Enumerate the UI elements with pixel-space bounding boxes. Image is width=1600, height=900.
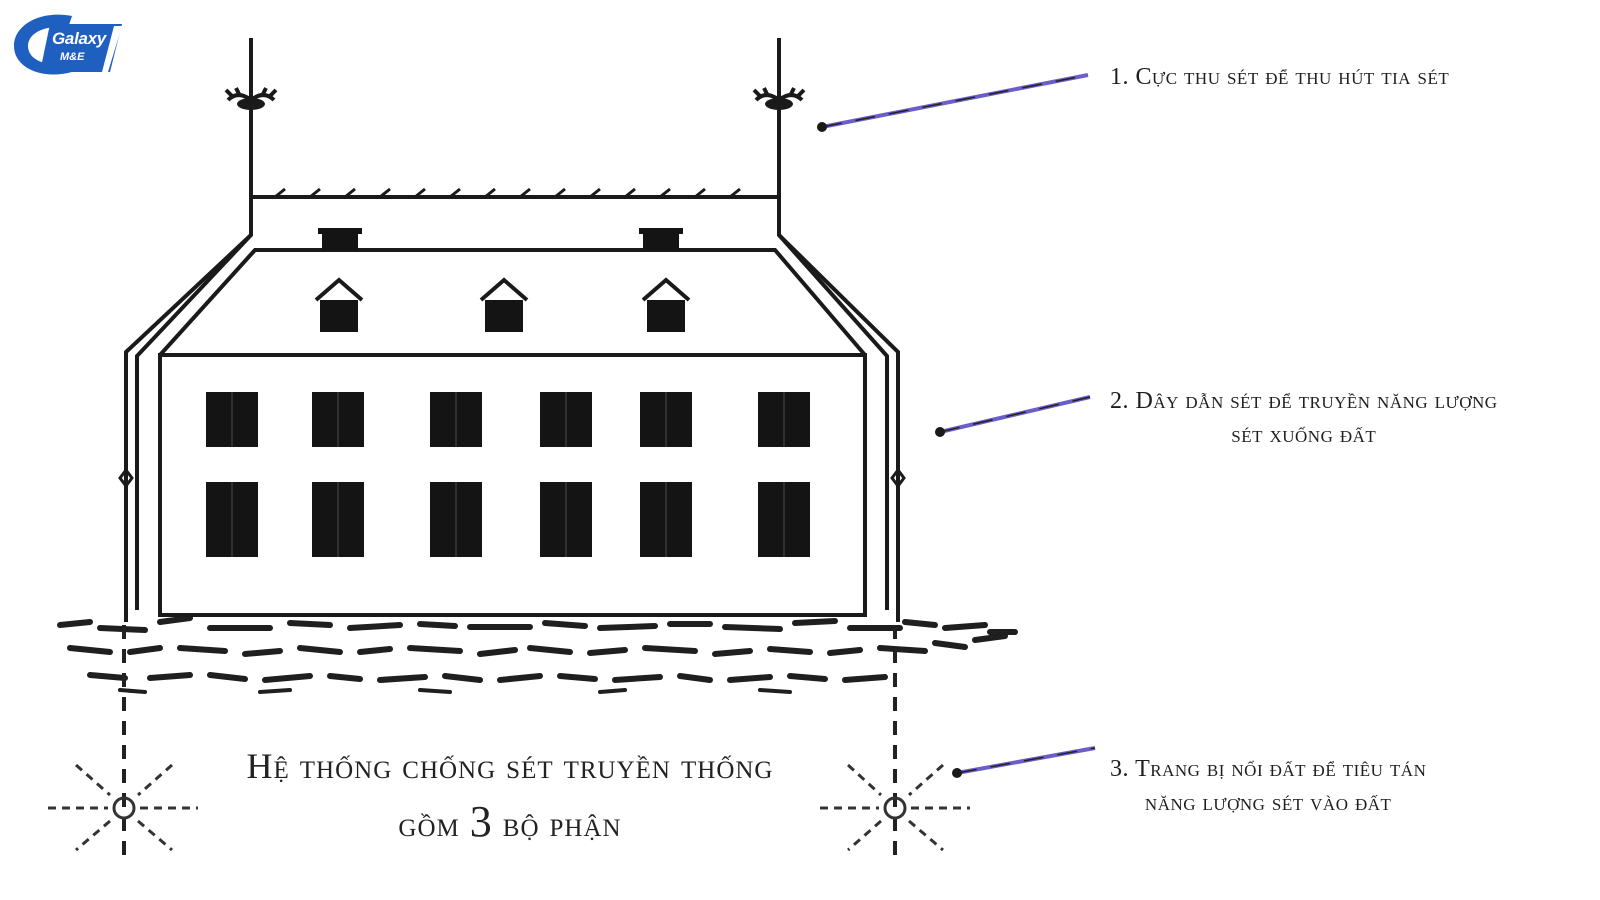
pointer-3 [952, 746, 1096, 778]
windows-lower [206, 482, 810, 557]
down-conductor-right [777, 197, 906, 622]
galaxy-logo-mark-icon [14, 14, 122, 75]
label-grounding-line: năng lượng sét vào đất [1144, 790, 1392, 816]
label-down-conductor-line: 2. Dây dẫn sét để truyền năng lượng [1110, 388, 1498, 414]
caption-suffix: bộ phận [502, 804, 622, 844]
label-lightning-rod-line: 1. Cực thu sét để thu hút tia sét [1110, 64, 1450, 90]
logo-sub: M&E [60, 51, 85, 63]
ground-burst-right [820, 763, 970, 852]
ground-burst-left [48, 763, 198, 852]
chimney-right [643, 230, 679, 250]
windows-upper [206, 392, 810, 447]
logo-brand: Galaxy [52, 29, 106, 48]
caption-line-2: gồm 3 bộ phận [160, 794, 860, 852]
label-grounding: 3. Trang bị nối đất để tiêu tán năng lượ… [1110, 752, 1426, 820]
label-down-conductor: 2. Dây dẫn sét để truyền năng lượng sét … [1110, 384, 1498, 452]
diagram-caption: Hệ thống chống sét truyền thống gồm 3 bộ… [160, 738, 860, 852]
label-grounding-line: 3. Trang bị nối đất để tiêu tán [1110, 756, 1427, 782]
roof [158, 248, 867, 357]
building [158, 228, 867, 617]
lightning-rod-right [752, 38, 806, 200]
ground [57, 615, 1018, 694]
building-facade [158, 353, 867, 617]
galaxy-logo: Galaxy M&E [10, 10, 126, 82]
pointer-2 [935, 395, 1091, 437]
pointer-1 [817, 73, 1089, 132]
caption-prefix: gồm [398, 804, 460, 844]
caption-line-1: Hệ thống chống sét truyền thống [246, 746, 774, 786]
ridge-conductor [251, 187, 779, 199]
caption-number: 3 [469, 797, 493, 846]
dormer [314, 277, 364, 332]
down-conductor-left [118, 197, 253, 622]
dormer [479, 277, 529, 332]
chimney-left [322, 230, 358, 250]
label-lightning-rod: 1. Cực thu sét để thu hút tia sét [1110, 60, 1449, 94]
lightning-rod-left [224, 38, 278, 200]
label-down-conductor-line: sét xuống đất [1231, 422, 1377, 448]
dormer [641, 277, 691, 332]
